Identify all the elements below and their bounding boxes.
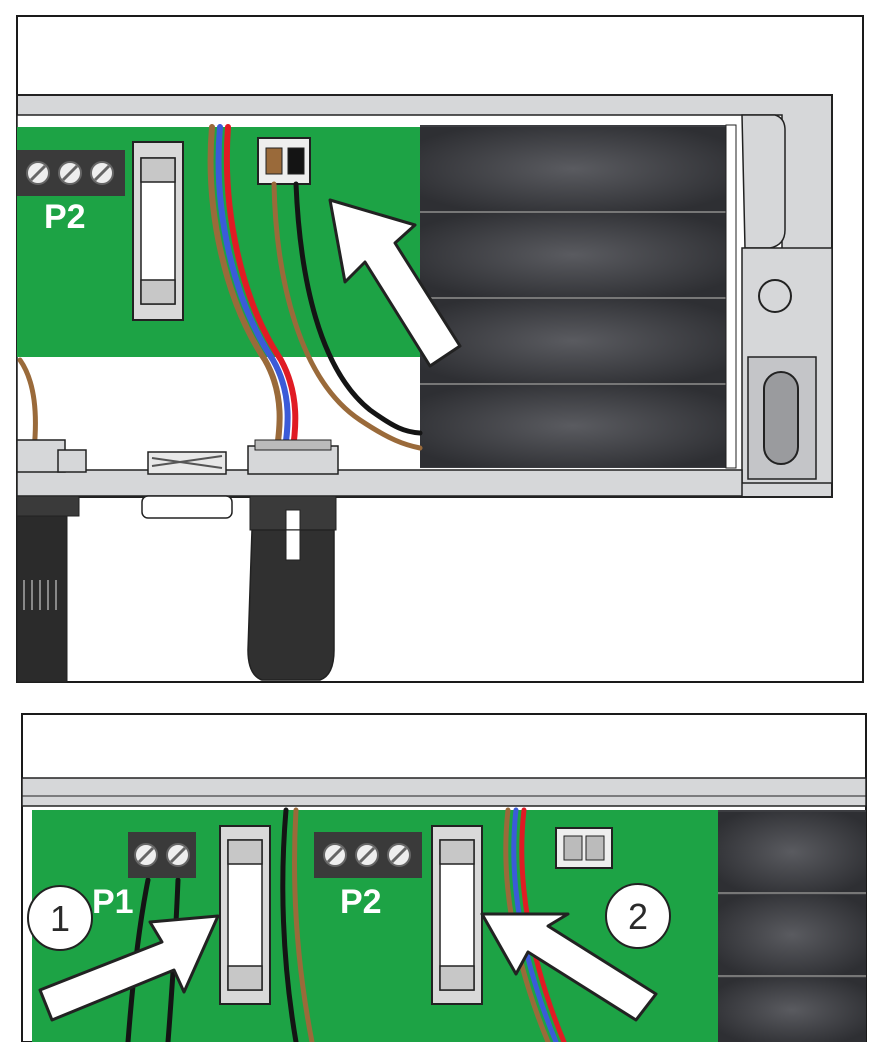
screw-icon xyxy=(26,161,50,185)
callout-1: 1 xyxy=(27,885,93,951)
housing-right-flange xyxy=(741,114,786,249)
cable-gland-right xyxy=(247,439,339,681)
top-panel: P2 xyxy=(16,15,864,683)
screw-icon xyxy=(58,161,82,185)
battery-connector xyxy=(257,137,311,185)
screw-icon xyxy=(134,843,158,867)
callout-2: 2 xyxy=(605,883,671,949)
screw-icon xyxy=(387,843,411,867)
terminal-label-p2-bottom: P2 xyxy=(340,883,382,921)
screw-icon xyxy=(166,843,190,867)
cable-gland-left xyxy=(16,439,87,683)
cable-gland-middle xyxy=(141,451,233,519)
fuse-top xyxy=(132,141,184,321)
terminal-block-p2-top xyxy=(17,150,125,196)
mounting-slot xyxy=(763,371,799,465)
mounting-hole xyxy=(758,279,792,313)
housing-bottom-lip xyxy=(16,469,743,497)
battery-connector-bottom xyxy=(555,827,613,869)
arrow-icon xyxy=(480,912,658,1022)
terminal-block-p2-bottom xyxy=(314,832,422,878)
battery-pack-bottom xyxy=(718,810,866,1042)
screw-icon xyxy=(355,843,379,867)
terminal-label-p2-top: P2 xyxy=(44,198,86,236)
fuse-right xyxy=(431,825,483,1005)
screw-icon xyxy=(323,843,347,867)
svg-text:1: 1 xyxy=(50,898,70,939)
screw-icon xyxy=(90,161,114,185)
arrow-icon xyxy=(328,198,462,368)
terminal-block-p1 xyxy=(128,832,196,878)
bottom-housing-rail xyxy=(21,777,867,807)
svg-text:2: 2 xyxy=(628,896,648,937)
terminal-label-p1: P1 xyxy=(92,883,134,921)
arrow-icon xyxy=(38,914,220,1022)
bottom-panel: P1 P2 xyxy=(21,713,867,1042)
fuse-left xyxy=(219,825,271,1005)
battery-pack xyxy=(420,124,737,469)
wire-bundle-top xyxy=(17,124,423,458)
